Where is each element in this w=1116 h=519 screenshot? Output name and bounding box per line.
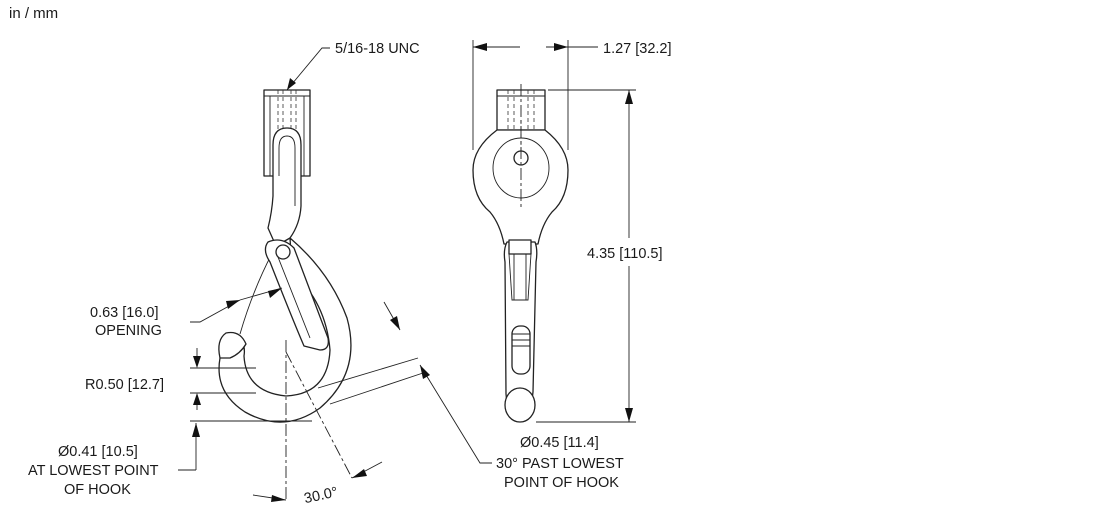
- safety-latch: [264, 239, 329, 351]
- past-dia-value: Ø0.45 [11.4]: [520, 435, 599, 451]
- thread-label: 5/16-18 UNC: [335, 41, 420, 57]
- opening-value: 0.63 [16.0]: [90, 305, 159, 321]
- lowest-dia-line2: AT LOWEST POINT: [28, 463, 159, 479]
- hook-front-view: [218, 89, 353, 500]
- opening-label: OPENING: [95, 323, 162, 339]
- lowest-diameter-dimension: Ø0.41 [10.5] AT LOWEST POINT OF HOOK: [28, 420, 312, 498]
- side-latch-spring: [511, 325, 531, 375]
- past-dia-line3: POINT OF HOOK: [504, 475, 619, 491]
- angle-label: 30.0°: [303, 484, 340, 507]
- hook-shank: [267, 127, 302, 247]
- opening-dimension: 0.63 [16.0] OPENING: [90, 287, 283, 339]
- side-hook-bottom: [504, 387, 536, 423]
- thread-callout: 5/16-18 UNC: [286, 41, 420, 91]
- radius-label: R0.50 [12.7]: [85, 377, 164, 393]
- side-eye: [472, 129, 569, 245]
- latch-pivot: [275, 244, 291, 260]
- height-label: 4.35 [110.5]: [587, 246, 663, 262]
- past-dia-line2: 30° PAST LOWEST: [496, 456, 624, 472]
- hook-tip: [218, 331, 247, 359]
- hook-side-view: [472, 84, 569, 423]
- height-dimension: 4.35 [110.5]: [536, 89, 663, 423]
- width-dimension: 1.27 [32.2]: [472, 40, 672, 150]
- angle-dimension: 30.0°: [252, 461, 383, 507]
- lowest-dia-value: Ø0.41 [10.5]: [58, 444, 138, 460]
- radius-dimension: R0.50 [12.7]: [85, 348, 256, 410]
- lowest-dia-line3: OF HOOK: [64, 482, 131, 498]
- past-diameter-dimension: Ø0.45 [11.4] 30° PAST LOWEST POINT OF HO…: [317, 301, 624, 491]
- units-label: in / mm: [9, 5, 59, 22]
- width-label: 1.27 [32.2]: [603, 41, 672, 57]
